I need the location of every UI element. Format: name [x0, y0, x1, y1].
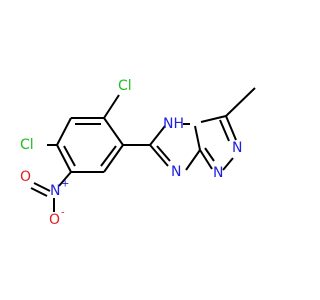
atom-cl-left: Cl: [20, 137, 34, 153]
atom-n-lower-right: N: [213, 165, 223, 181]
bond-c4-c5: [56, 144, 72, 173]
bond-n-lower-c9-inner: [204, 147, 215, 162]
bond-n-upper-n-lower: [222, 157, 234, 171]
bond-c8-n-bottom-inner: [156, 145, 171, 162]
bond-c10-n-upper-inner: [219, 119, 230, 142]
bond-n-o-double-a: [33, 182, 51, 192]
bond-c2-cl: [103, 94, 120, 119]
atom-n-bottom: N: [171, 164, 181, 180]
bond-c8-nh: [149, 125, 166, 146]
bond-n5-c10: [200, 115, 227, 123]
atom-nh: NH: [163, 116, 184, 132]
atom-o-single: O: [49, 212, 60, 228]
molecule-diagram: Cl Cl N + O O - NH N N N: [20, 78, 256, 228]
bond-inner-c4-c5: [63, 145, 76, 167]
bond-c6-c1: [103, 144, 124, 173]
atom-cl-top: Cl: [118, 78, 132, 94]
bond-n-o-double-b: [30, 187, 48, 197]
bond-c10-n-upper: [225, 115, 237, 141]
bond-c1-c2: [103, 117, 124, 146]
atom-n-nitro-charge: +: [61, 179, 69, 190]
atom-n-upper-right: N: [232, 140, 242, 156]
atom-o-double: O: [20, 169, 31, 185]
fused-triazole-rings: [149, 115, 237, 171]
benzene-ring: [56, 117, 124, 173]
bond-n5-c9: [194, 125, 201, 151]
bond-c3-c4: [56, 117, 72, 146]
bond-inner-c6-c1: [100, 145, 117, 167]
atom-o-single-charge: -: [61, 208, 65, 219]
bond-c10-methyl: [225, 87, 256, 117]
bond-c8-n-bottom: [149, 144, 169, 167]
bond-n-lower-c9: [199, 149, 213, 170]
bond-c5-n: [58, 171, 72, 187]
bond-n-bottom-c9: [185, 149, 201, 171]
atom-n-nitro: N: [50, 183, 60, 199]
structure-canvas: Cl Cl N + O O - NH N N N: [20, 78, 256, 228]
